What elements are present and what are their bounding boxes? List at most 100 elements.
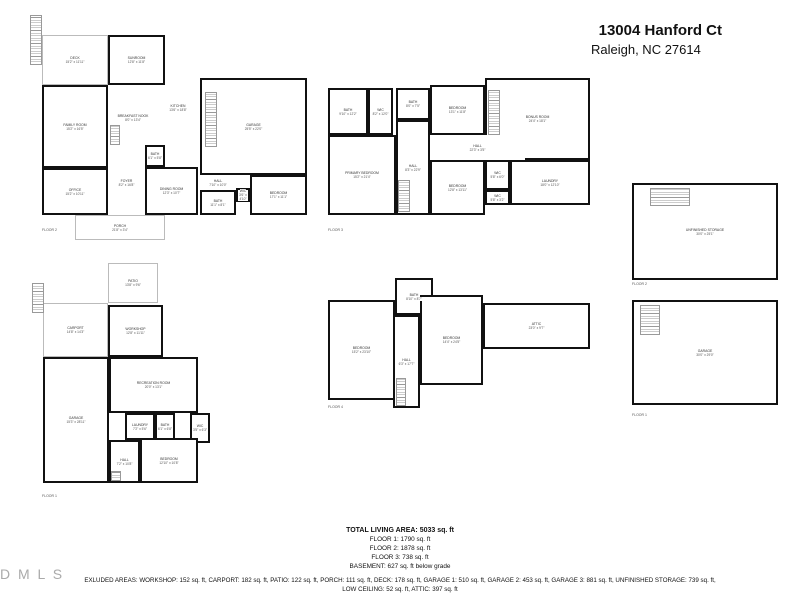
room-name: BEDROOM bbox=[448, 106, 467, 110]
room-name: KITCHEN bbox=[170, 103, 186, 108]
room-dimensions: 12'8" x 11'11" bbox=[126, 331, 145, 335]
room-name: WIC bbox=[494, 171, 501, 175]
room-dimensions: 13'1" x 11'8" bbox=[448, 110, 467, 114]
stairs bbox=[110, 125, 120, 145]
room-name: PATIO bbox=[128, 279, 138, 283]
room-name: BATH bbox=[160, 422, 170, 427]
room-dimensions: 15'2" x 23'10" bbox=[351, 350, 372, 354]
room-dimensions: 13'8" x 9'6" bbox=[125, 283, 141, 287]
room-name: HALL bbox=[402, 357, 411, 362]
room-dimensions: 20'0" x 13'1" bbox=[144, 385, 163, 389]
floor-label: FLOOR 4 bbox=[328, 405, 343, 409]
room-name: SUNROOM bbox=[127, 56, 146, 60]
room-dimensions: 23'0" x 9'7" bbox=[528, 326, 545, 330]
room-dimensions: 12'10" x 10'8" bbox=[159, 460, 179, 465]
room-name: UNFINISHED STORAGE bbox=[685, 227, 725, 232]
room-name: DINING ROOM bbox=[159, 187, 184, 191]
room-name: PORCH bbox=[113, 223, 127, 228]
room-name: BATH bbox=[409, 292, 419, 297]
room-name: LAUNDRY bbox=[131, 422, 149, 427]
room-name: BEDROOM bbox=[352, 346, 371, 350]
room-dimensions: 7'2" x 10'8" bbox=[116, 461, 133, 466]
summary-total: TOTAL LIVING AREA: 5033 sq. ft bbox=[346, 527, 454, 534]
room-name: CARPORT bbox=[67, 326, 84, 330]
room-dimensions: 8'0" x 7'5" bbox=[406, 104, 420, 108]
room-name: BEDROOM bbox=[160, 456, 178, 461]
room-dimensions: 25'5" x 22'0" bbox=[244, 126, 263, 131]
room-dimensions: 13'6" x 18'8" bbox=[169, 107, 187, 112]
room-name: FAMILY ROOM bbox=[63, 122, 87, 127]
stairs bbox=[488, 90, 500, 135]
room-dimensions: 6'1" x 6'8" bbox=[158, 426, 172, 431]
stairs bbox=[650, 188, 690, 206]
stairs bbox=[111, 471, 121, 481]
room-name: LAUNDRY bbox=[541, 178, 559, 183]
stairs bbox=[640, 305, 660, 335]
room-dimensions: 18'0" x 12'10" bbox=[540, 182, 560, 187]
floor-label: FLOOR 3 bbox=[328, 228, 343, 232]
room-name: PRIMARY BEDROOM bbox=[345, 171, 379, 175]
summary-floor3: FLOOR 3: 738 sq. ft bbox=[371, 554, 429, 561]
stairs bbox=[205, 92, 217, 147]
room-name: HALL bbox=[408, 163, 418, 168]
summary-floor2: FLOOR 2: 1878 sq. ft bbox=[369, 545, 431, 552]
room-name: BATH bbox=[150, 152, 160, 156]
room-dimensions: 15'2" x 10'11" bbox=[65, 191, 85, 196]
room-name: RECREATION ROOM bbox=[136, 381, 171, 385]
room-name: OFFICE bbox=[68, 187, 82, 192]
room-name: BATH bbox=[408, 100, 418, 104]
room-dimensions: 12'8" x 13'11" bbox=[447, 187, 468, 192]
room-dimensions: 5'8" x 6'0" bbox=[490, 175, 505, 179]
stairs bbox=[30, 15, 42, 65]
room-dimensions: 8'2" x 16'8" bbox=[118, 182, 135, 187]
stairs bbox=[396, 378, 406, 406]
room-name: GARAGE bbox=[68, 416, 84, 420]
room-dimensions: 22'3" x 3'5" bbox=[469, 147, 486, 152]
room-dimensions: 8'2" x 12'0" bbox=[372, 111, 389, 116]
room-dimensions: 15'2" x 21'4" bbox=[353, 175, 371, 179]
room-dimensions: 30'0" x 25'1" bbox=[696, 231, 714, 236]
address: Raleigh, NC 27614 bbox=[591, 42, 701, 57]
room-name: GARAGE bbox=[246, 122, 261, 127]
room-dimensions: 7'2" x 5'6" bbox=[133, 426, 147, 431]
room-name: HALL bbox=[473, 143, 482, 148]
floor-label: FLOOR 2 bbox=[42, 228, 57, 232]
summary-excluded-2: LOW CEILING: 52 sq. ft, ATTIC: 397 sq. f… bbox=[342, 586, 458, 593]
summary-basement: BASEMENT: 627 sq. ft below grade bbox=[349, 563, 451, 570]
room-dimensions: 12'8" x 11'8" bbox=[127, 60, 146, 64]
room-dimensions: 5'8" x 3'2" bbox=[490, 197, 505, 202]
room-dimensions: 11'1" x 8'1" bbox=[210, 202, 226, 207]
room-name: BEDROOM bbox=[448, 183, 467, 188]
summary-excluded: EXLUDED AREAS: WORKSHOP: 152 sq. ft, CAR… bbox=[84, 577, 716, 584]
room-name: BEDROOM bbox=[442, 336, 461, 340]
room-dimensions: 17'1" x 11'1" bbox=[269, 195, 288, 199]
room-dimensions: 15'2" x 11'11" bbox=[65, 60, 85, 64]
room-name: WIC bbox=[494, 193, 501, 198]
room-name: WIC bbox=[377, 107, 384, 112]
room-name: GARAGE bbox=[697, 348, 713, 353]
room-name: HALL bbox=[120, 457, 129, 462]
